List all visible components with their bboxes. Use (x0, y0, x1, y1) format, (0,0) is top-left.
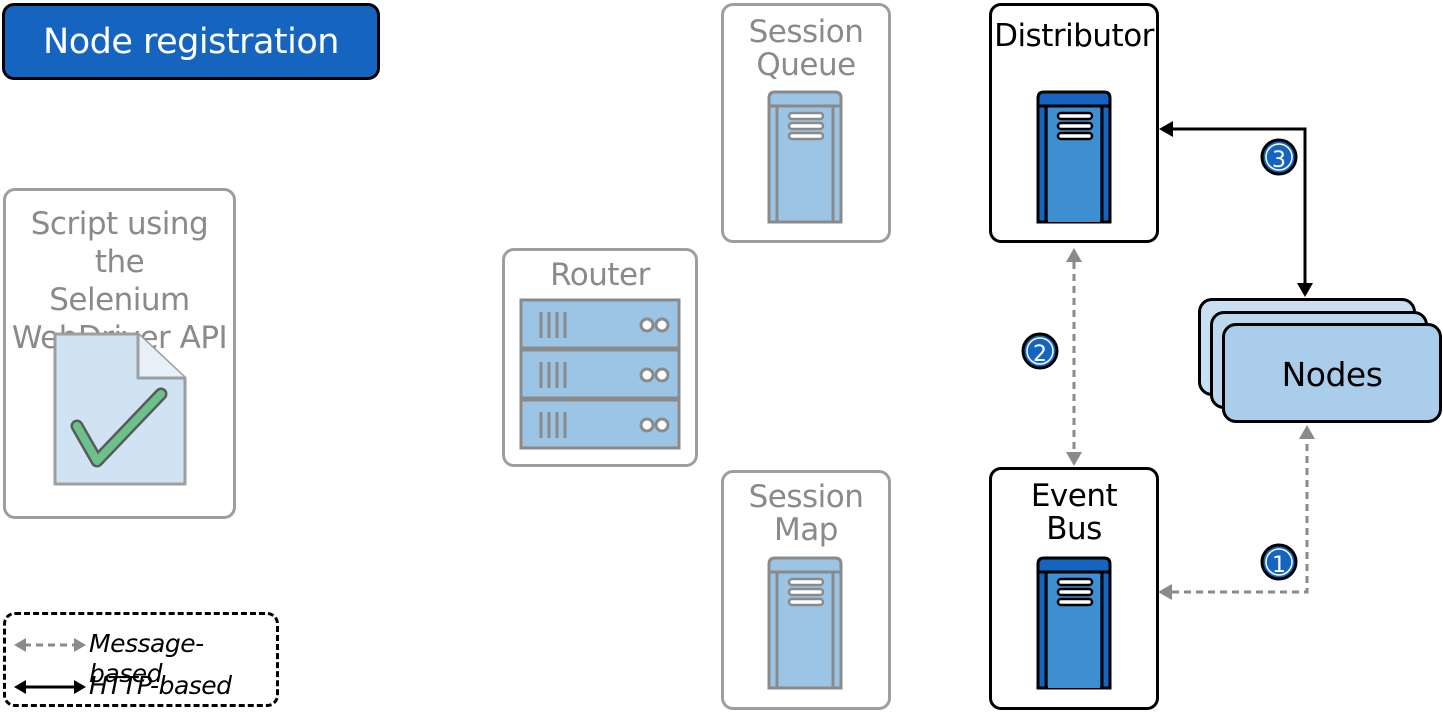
document-check-icon (53, 332, 187, 486)
rack-unit-2 (519, 348, 681, 400)
step-badge-1: 1 (1260, 543, 1298, 581)
session-map-box: Session Map (721, 470, 891, 710)
step-2-label: 2 (1033, 342, 1047, 367)
server-tower-icon (1036, 90, 1112, 224)
message-arrow-eventbus-nodes (1158, 425, 1315, 600)
legend-message-based: Message-based (89, 629, 204, 688)
step-badge-3: 3 (1260, 138, 1298, 176)
distributor-label: Distributor (994, 18, 1154, 54)
page-title: Node registration (43, 22, 339, 62)
rack-unit-3 (519, 398, 681, 450)
event-bus-label: Event Bus (1030, 478, 1118, 547)
distributor-box: Distributor (989, 3, 1159, 243)
script-box: Script using the Selenium WebDriver API (3, 188, 236, 519)
event-bus-box: Event Bus (989, 467, 1159, 710)
server-tower-icon (767, 90, 843, 224)
server-tower-icon (767, 556, 843, 690)
http-arrow-distributor-nodes (1159, 121, 1313, 297)
message-based-arrow-icon (14, 638, 86, 652)
title-badge: Node registration (2, 3, 380, 80)
session-map-label: Session Map (748, 479, 864, 548)
step-badge-2: 2 (1021, 332, 1059, 370)
step-1-label: 1 (1272, 553, 1286, 578)
server-tower-icon (1036, 556, 1112, 690)
session-queue-label: Session Queue (748, 14, 864, 83)
session-queue-box: Session Queue (721, 3, 891, 243)
message-arrow-distributor-eventbus (1066, 248, 1082, 466)
rack-unit-1 (519, 298, 681, 350)
legend-http-based: HTTP-based (89, 671, 232, 700)
legend: Message-based HTTP-based (3, 612, 279, 707)
step-3-label: 3 (1272, 148, 1286, 173)
server-rack-icon (519, 298, 681, 450)
router-label: Router (550, 257, 650, 293)
nodes-label: Nodes (1281, 355, 1383, 394)
http-based-arrow-icon (14, 680, 86, 694)
router-box: Router (502, 248, 698, 467)
nodes-box: Nodes (1222, 323, 1442, 423)
